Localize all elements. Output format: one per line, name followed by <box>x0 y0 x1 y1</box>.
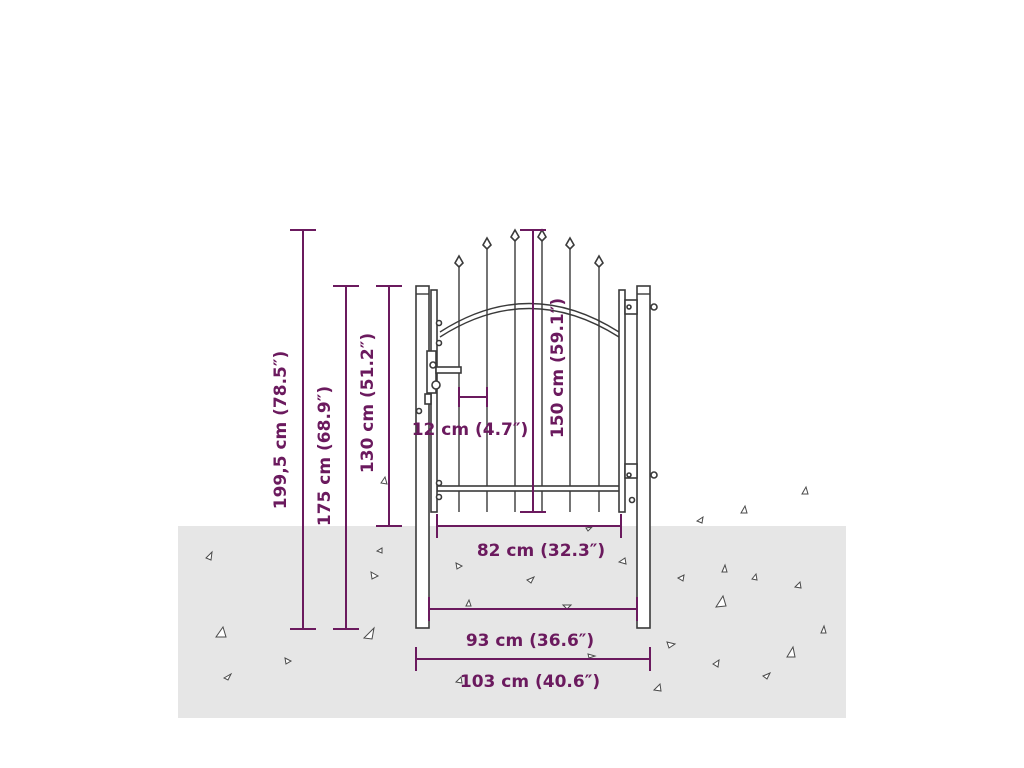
gate-height-label: 130 cm (51.2″) <box>358 333 378 473</box>
bar-spacing-label: 12 cm (4.7″) <box>412 420 529 440</box>
gate-drawing <box>415 228 658 629</box>
dimension-lines <box>290 229 651 671</box>
ground-pebbles <box>205 475 827 692</box>
hinges <box>624 299 658 504</box>
dimension-labels: 199,5 cm (78.5″) 175 cm (68.9″) 130 cm (… <box>271 298 605 692</box>
gate-right-stile <box>618 289 626 513</box>
right-post <box>636 285 651 629</box>
frame-bolts <box>415 319 443 501</box>
total-height-label: 199,5 cm (78.5″) <box>271 351 291 509</box>
ground-area <box>178 526 846 718</box>
center-height-label: 150 cm (59.1″) <box>548 298 568 438</box>
left-post <box>415 285 430 629</box>
lock-handle <box>424 350 462 405</box>
gate-arch <box>439 302 620 333</box>
spike-bars <box>454 228 604 512</box>
inner-post-width-label: 93 cm (36.6″) <box>466 631 594 651</box>
gate-bottom-rail <box>436 485 622 492</box>
outer-width-label: 103 cm (40.6″) <box>460 672 600 692</box>
post-height-label: 175 cm (68.9″) <box>315 386 335 526</box>
gate-width-label: 82 cm (32.3″) <box>477 541 605 561</box>
